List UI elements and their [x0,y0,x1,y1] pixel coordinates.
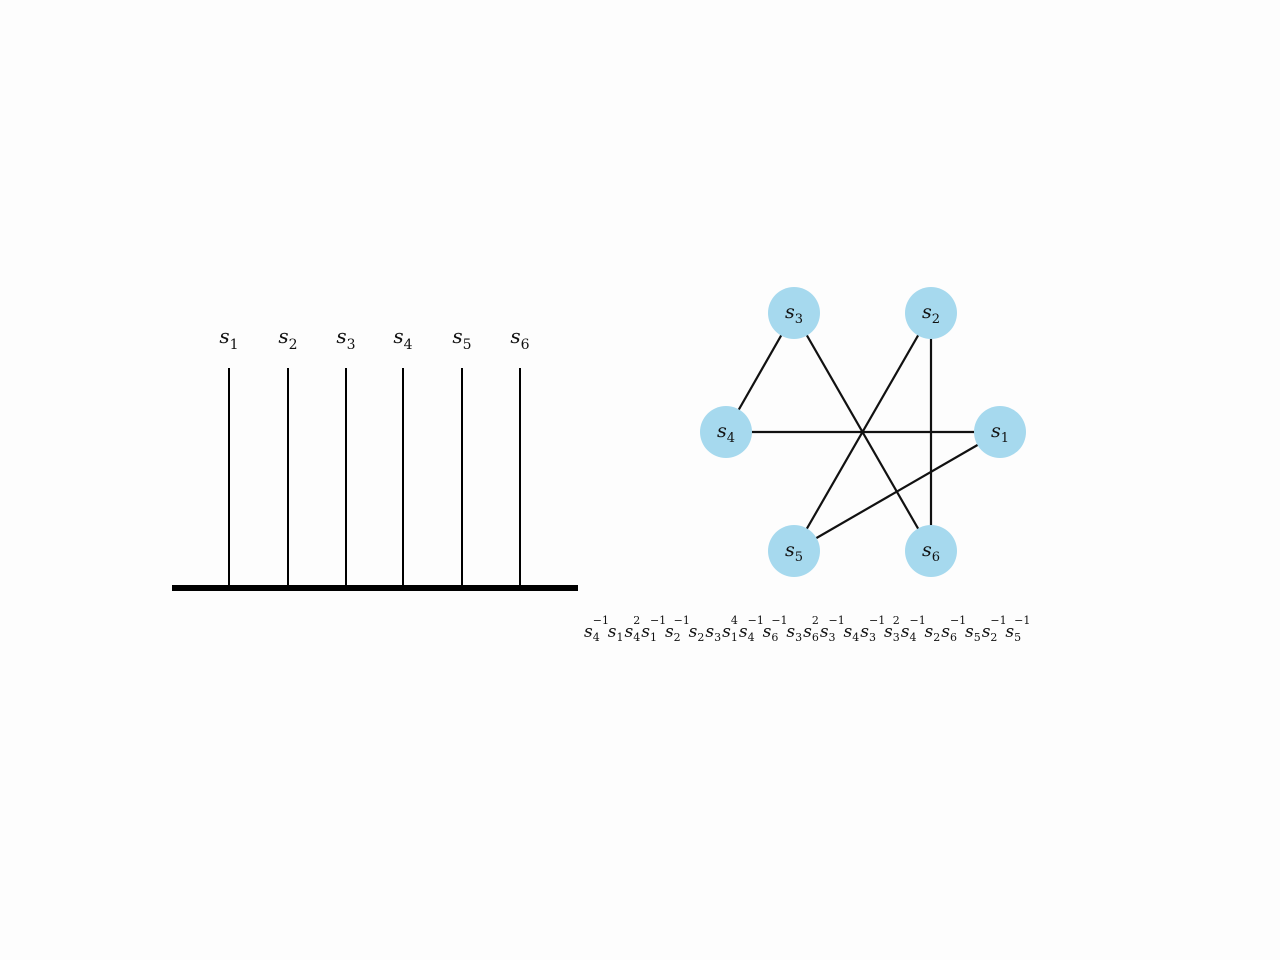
word-generator: s4−1 [900,614,926,644]
edge-s1-s5 [793,431,1001,552]
node-label-s5: s5 [785,539,803,565]
word-generator: s2 [924,622,941,644]
strand-label-s4: s4 [393,324,412,353]
node-label-s1: s1 [991,420,1009,446]
word-generator: s2−1 [981,614,1007,644]
node-label-s6: s6 [922,539,940,565]
word-generator: s1 [607,622,624,644]
word-generator: s2−1 [664,614,690,644]
node-label-s2: s2 [922,301,940,327]
node-s6 [905,525,957,577]
word-generator: s5−1 [1005,614,1031,644]
node-label-s3: s3 [785,301,803,327]
word-generator: s3 [705,622,722,644]
word-generator: s4−1 [738,614,764,644]
strand-label-s1: s1 [219,324,238,353]
strand-label-s6: s6 [510,324,529,353]
word-generator: s3−1 [860,614,886,644]
node-s2 [905,287,957,339]
word-generator: s5 [964,622,981,644]
word-generator: s3 [786,622,803,644]
node-s4 [700,406,752,458]
word-generator: s6−1 [941,614,967,644]
strand-label-s2: s2 [278,324,297,353]
node-s3 [768,287,820,339]
node-s1 [974,406,1026,458]
node-s5 [768,525,820,577]
word-generator: s3−1 [819,614,845,644]
node-label-s4: s4 [717,420,735,446]
word-generator: s4−1 [584,614,609,644]
graph-edges [725,312,1001,552]
word-generator: s2 [688,622,705,644]
word-generator: s6−1 [762,614,788,644]
strand-label-s3: s3 [336,324,355,353]
word-generator: s1−1 [641,614,667,644]
strand-label-s5: s5 [452,324,471,353]
word-generator: s4 [843,622,860,644]
braid-strands: s1 s2 s3 s4 s5 s6 [219,324,530,588]
graph-nodes: s1 s2 s3 s4 s5 s6 [700,287,1026,577]
